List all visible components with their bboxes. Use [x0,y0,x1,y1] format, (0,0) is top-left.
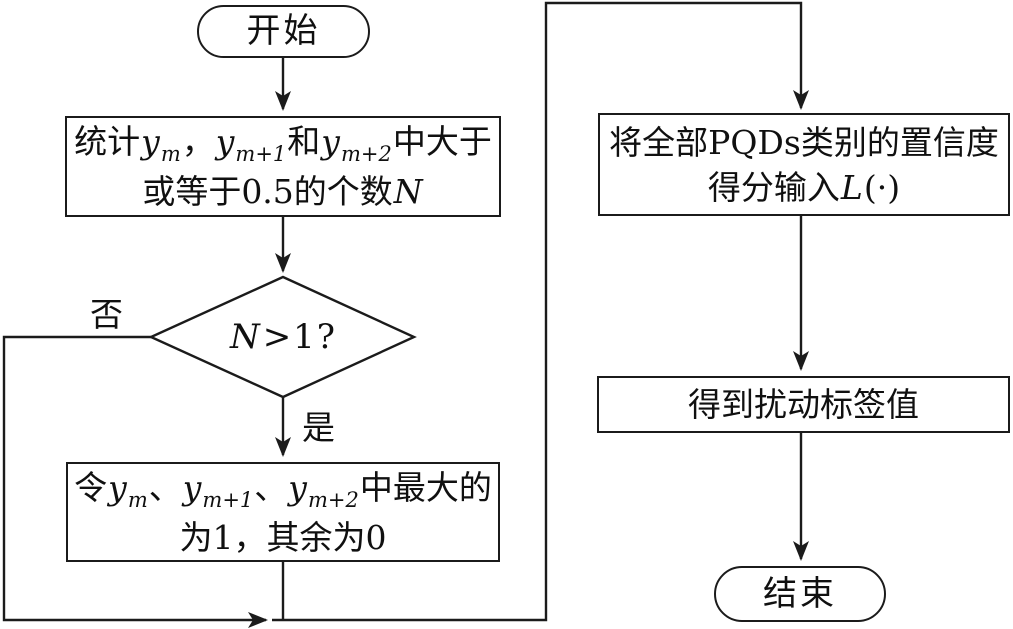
end-terminal: 结束 [714,566,886,622]
start-label: 开始 [246,11,321,51]
start-terminal: 开始 [197,5,370,58]
label-process-box: 得到扰动标签值 [597,376,1010,433]
edge-merge-to-confidence [272,1,809,622]
confidence-line-1: 将全部PQDs类别的置信度 [609,122,999,162]
count-process-box: 统计ym，ym+1和ym+2中大于 或等于0.5的个数N [65,116,501,217]
assign-line-2: 为1，其余为0 [179,517,387,557]
end-label: 结束 [763,573,837,614]
decision-diamond [148,275,417,399]
edge-label-yes: 是 [302,408,335,447]
confidence-process-box: 将全部PQDs类别的置信度 得分输入L(·) [598,113,1010,216]
assign-process-box: 令ym、ym+1、ym+2中最大的 为1，其余为0 [66,462,500,562]
edge-label-no: 否 [90,295,123,334]
label-line-1: 得到扰动标签值 [688,385,919,424]
count-line-1: 统计ym，ym+1和ym+2中大于 [74,122,492,166]
confidence-line-2: 得分输入L(·) [707,167,901,207]
assign-line-1: 令ym、ym+1、ym+2中最大的 [74,467,492,512]
edge-decision-no-loop [2,335,268,628]
decision-text: N>1? [229,317,338,357]
count-line-2: 或等于0.5的个数N [142,172,423,211]
